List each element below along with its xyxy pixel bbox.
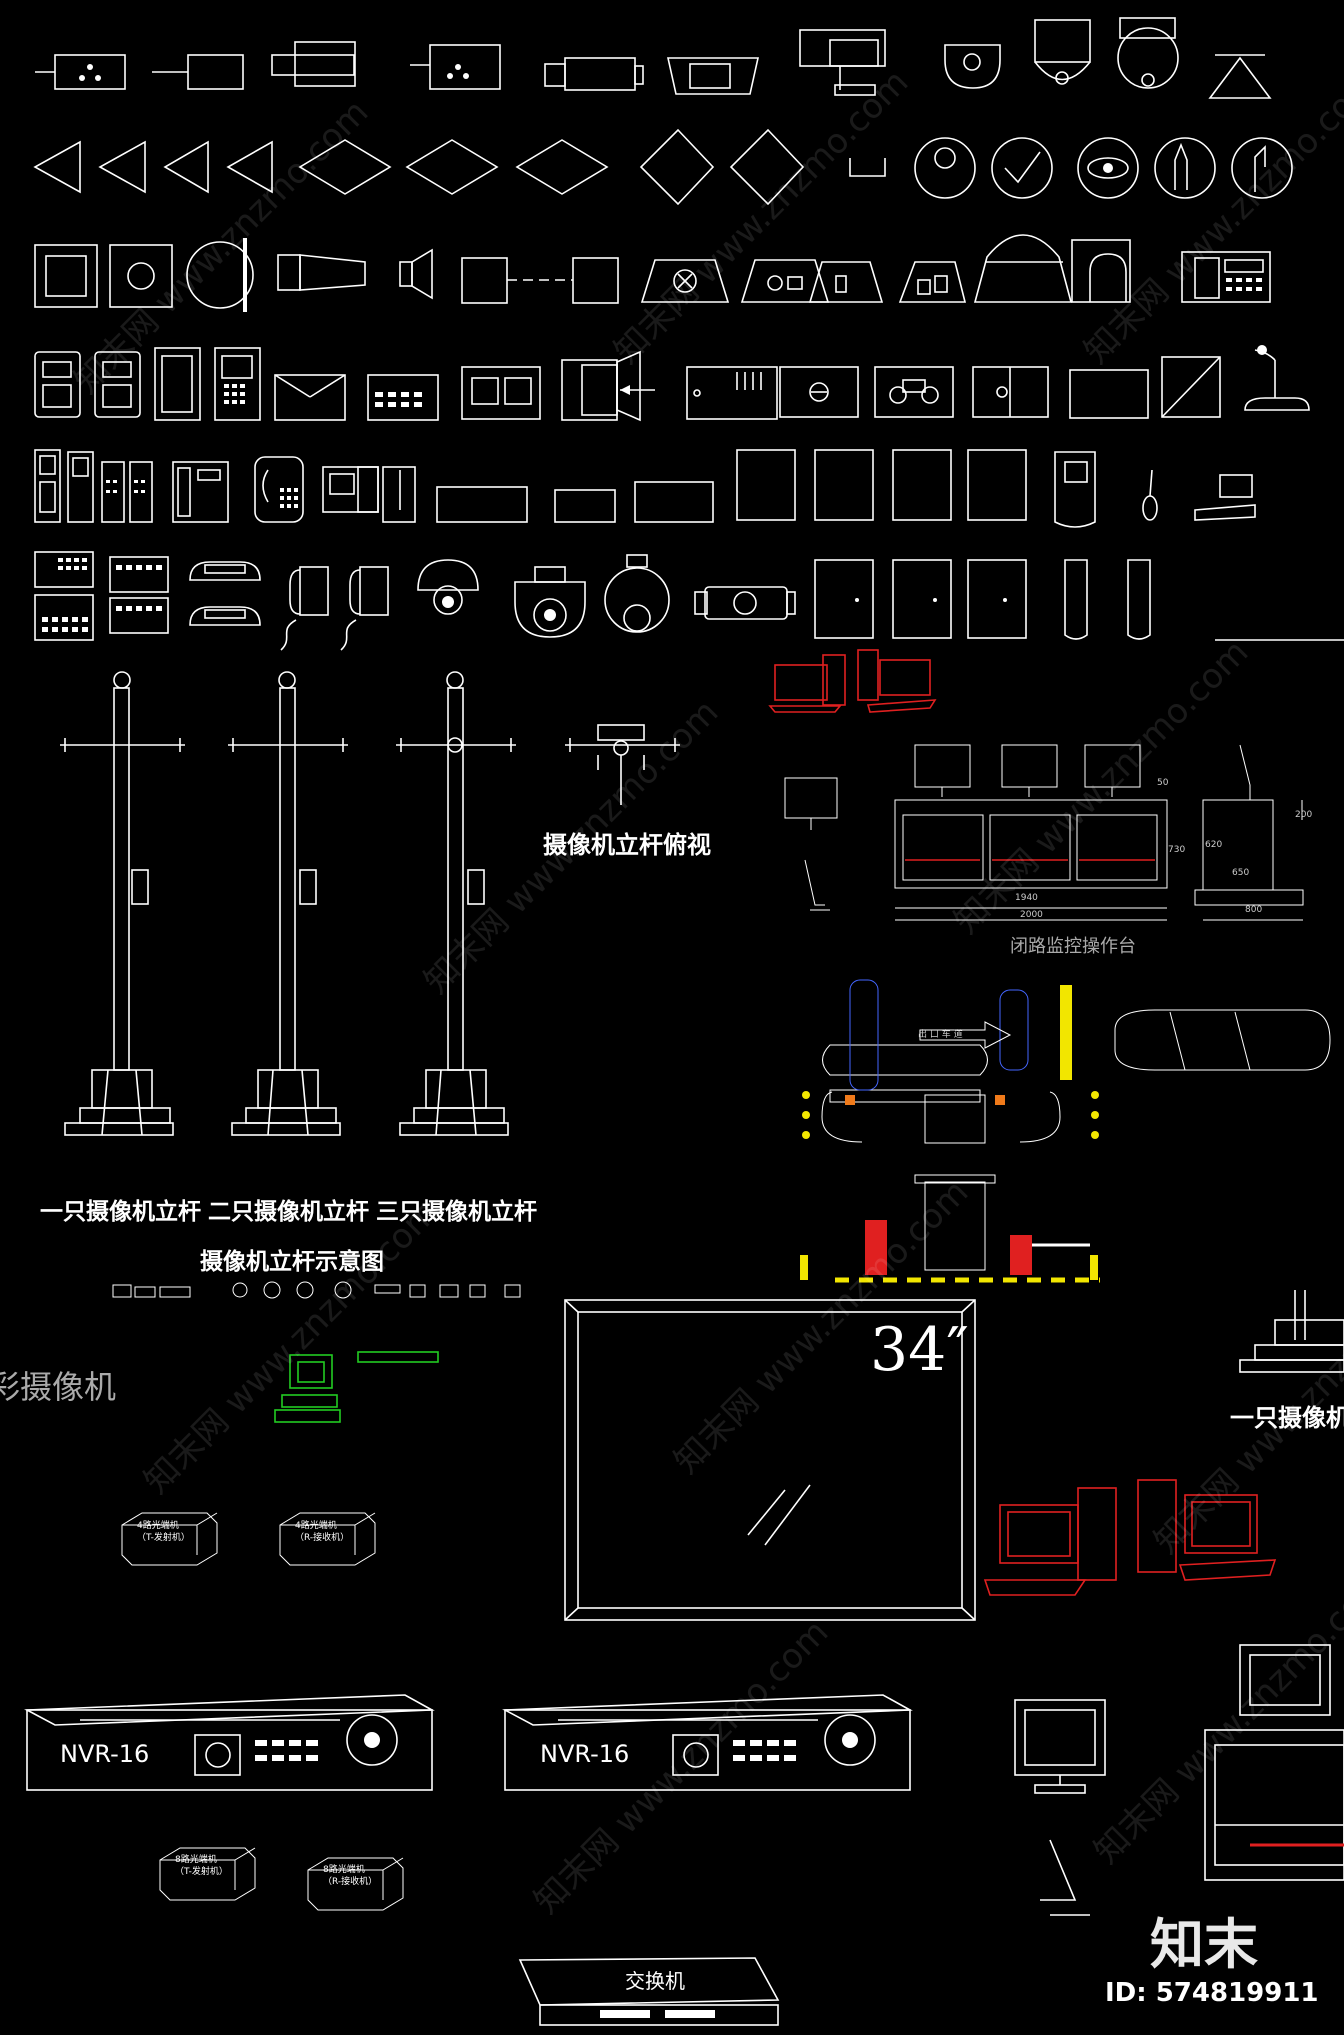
network-switch (518, 1957, 780, 2026)
nvr-model-label: NVR-16 (60, 1740, 150, 1768)
dim-1940: 1940 (1015, 893, 1038, 903)
camera-poles (60, 671, 680, 1136)
pole-one-partial-label: 一只摄像机立 (1230, 1403, 1344, 1432)
control-console (768, 649, 1331, 1283)
console-caption: 闭路监控操作台 (1010, 936, 1136, 957)
opt-tx4-sub: （T-发射机） (137, 1533, 190, 1543)
pole-two-label: 二只摄像机立杆 (208, 1198, 369, 1225)
brand-id: ID: 574819911 (1105, 1978, 1319, 2008)
lower-left-equipment (112, 1281, 521, 1911)
opt-rx4-label: 4路光端机 (295, 1521, 337, 1531)
exit-lane-label: 出 口 车 道 (918, 1030, 963, 1040)
row1-camera-symbols (35, 17, 1272, 99)
switch-label: 交换机 (625, 1969, 685, 1993)
pole-diagram-title: 摄像机立杆示意图 (200, 1248, 384, 1275)
red-workstations (983, 1479, 1277, 1596)
opt-rx8-sub: （R-接收机） (323, 1877, 378, 1887)
brand-logo: 知末 (1150, 1913, 1258, 1976)
dim-800: 800 (1245, 905, 1263, 915)
row6-device-symbols (34, 551, 1344, 651)
opt-tx8-label: 8路光端机 (175, 1855, 217, 1865)
dim-730: 730 (1168, 845, 1186, 855)
row3-alarm-symbols (34, 234, 1271, 312)
pole-three-label: 三只摄像机立杆 (376, 1198, 537, 1225)
row2-detector-symbols (33, 128, 1293, 206)
row4-intercom-symbols (34, 345, 1310, 422)
camera-text-partial: 彩摄像机 (0, 1368, 117, 1406)
dim-2000: 2000 (1020, 910, 1043, 920)
pole-one-label: 一只摄像机立杆 (40, 1198, 201, 1225)
monitor-34-inch (564, 1299, 976, 1621)
opt-rx4-sub: （R-接收机） (295, 1533, 350, 1543)
pole-top-view-label: 摄像机立杆俯视 (543, 830, 711, 859)
opt-tx8-sub: （T-发射机） (175, 1867, 228, 1877)
nvr-recorders (24, 1694, 913, 1791)
dim-650: 650 (1232, 868, 1250, 878)
dim-620: 620 (1205, 840, 1223, 850)
opt-tx4-label: 4路光端机 (137, 1521, 179, 1531)
monitor-size-label: 34″ (870, 1315, 969, 1385)
dim-200: 200 (1295, 810, 1313, 820)
dim-50: 50 (1157, 778, 1169, 788)
row5-panel-symbols (34, 449, 1256, 528)
nvr-model-label-2: NVR-16 (540, 1740, 630, 1768)
bottom-right-console (1014, 1290, 1344, 1916)
opt-rx8-label: 8路光端机 (323, 1865, 365, 1875)
